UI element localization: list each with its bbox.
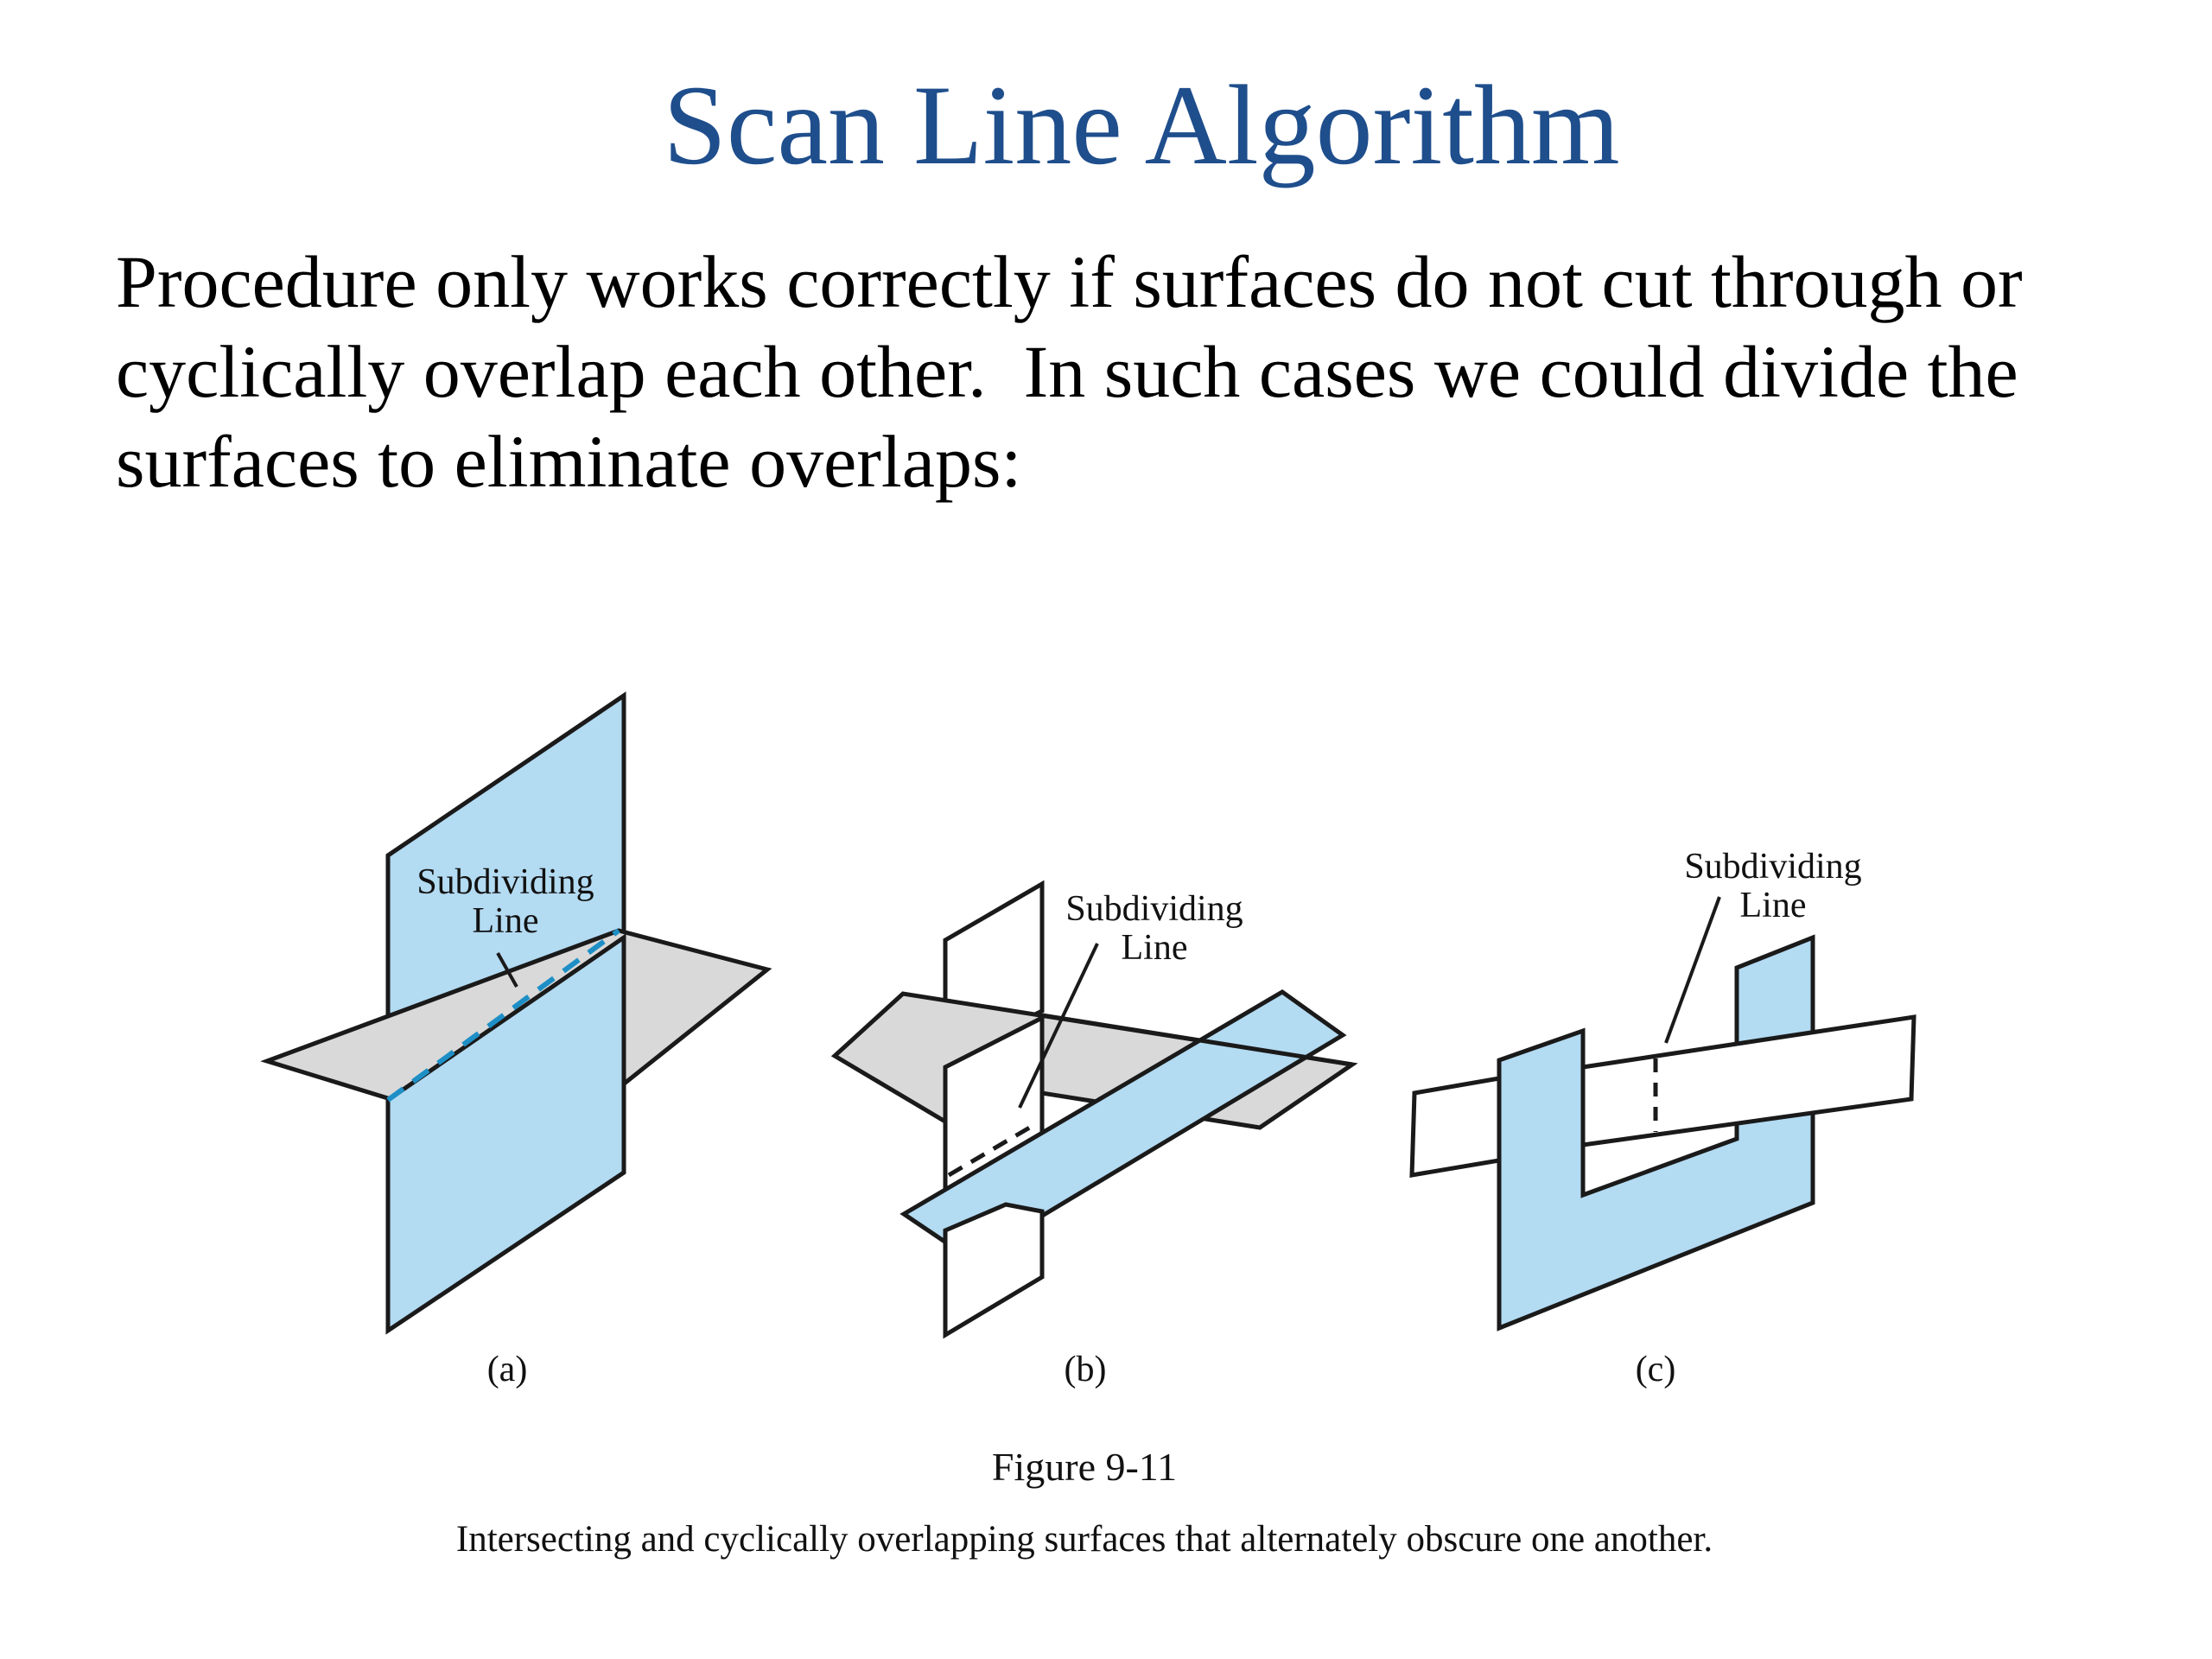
panel-a-callout-line-1: Subdividing <box>416 862 594 902</box>
panel-a-callout-leader <box>496 952 518 988</box>
body-line: cyclically overlap each other. In such c… <box>116 330 2018 413</box>
panel-a-vertical-plane-bottom <box>385 933 626 1335</box>
panel-b-callout-line-2: Line <box>1122 928 1188 968</box>
panel-a-subdividing-line <box>386 928 620 1103</box>
panel-c-callout-line-1: Subdividing <box>1684 847 1861 887</box>
panel-c-white-slab-left <box>1409 1076 1502 1178</box>
panel-b-subdividing-line <box>947 1121 1039 1178</box>
panel-c-label: (c) <box>1636 1350 1676 1389</box>
figure-caption-text: Intersecting and cyclically overlapping … <box>455 1519 1713 1560</box>
panel-a-label: (a) <box>487 1350 528 1389</box>
panel-b-callout-line-1: Subdividing <box>1065 889 1243 929</box>
panel-a-callout-line-2: Line <box>473 901 539 941</box>
panel-a <box>260 691 772 1335</box>
panel-b-gray-slab-edge <box>1041 1013 1353 1067</box>
panel-b <box>830 880 1358 1339</box>
panel-c <box>1409 896 1916 1332</box>
panel-c-callout-line-2: Line <box>1740 886 1807 925</box>
body-text: Procedure only works correctly if surfac… <box>116 237 2138 506</box>
body-line: surfaces to eliminate overlaps: <box>116 420 1022 503</box>
body-line: Procedure only works correctly if surfac… <box>116 240 2023 323</box>
panel-c-blue-right-arm <box>1734 934 1815 1048</box>
panel-c-white-slab-front <box>1580 1014 1916 1147</box>
panel-b-label: (b) <box>1065 1350 1107 1389</box>
slide-title: Scan Line Algorithm <box>663 61 1620 188</box>
panel-b-callout-leader <box>1018 943 1099 1109</box>
panel-c-callout-leader <box>1664 896 1721 1044</box>
panel-b-vertical-plane-bottom <box>943 1202 1045 1339</box>
figure-caption-title: Figure 9-11 <box>991 1445 1178 1489</box>
